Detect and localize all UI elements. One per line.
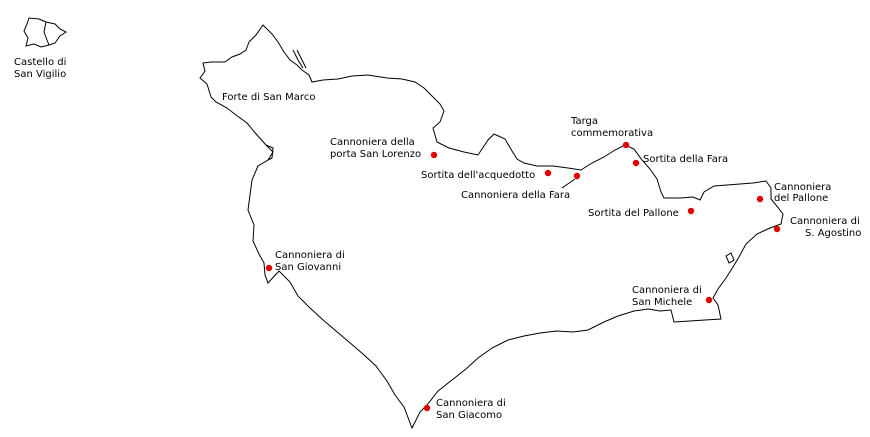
marker-sortita-acquedotto[interactable] xyxy=(544,169,552,177)
label-porta-san-lorenzo-2: porta San Lorenzo xyxy=(330,149,421,160)
label-cannoniera-pallone-1: Cannoniera xyxy=(774,182,831,193)
label-forte-san-marco: Forte di San Marco xyxy=(222,92,315,103)
label-targa-1: Targa xyxy=(570,116,598,127)
marker-cannoniera-giacomo[interactable] xyxy=(423,404,431,412)
label-targa-2: commemorativa xyxy=(571,128,653,139)
label-castello-1: Castello di xyxy=(14,57,66,68)
castello-outline xyxy=(23,17,67,48)
label-sortita-acquedotto: Sortita dell'acquedotto xyxy=(421,170,535,181)
leader-line-cannoniera-fara xyxy=(561,178,576,189)
markers xyxy=(265,141,781,412)
marker-porta-san-lorenzo[interactable] xyxy=(430,151,438,159)
marker-sortita-pallone[interactable] xyxy=(687,207,695,215)
city-wall-outline xyxy=(199,24,784,430)
label-cannoniera-giovanni-2: San Giovanni xyxy=(275,262,341,273)
marker-cannoniera-pallone[interactable] xyxy=(756,195,764,203)
label-castello-2: San Vigilio xyxy=(14,69,66,80)
label-cannoniera-fara: Cannoniera della Fara xyxy=(461,190,570,201)
label-cannoniera-giacomo-1: Cannoniera di xyxy=(436,398,506,409)
labels: Castello di San Vigilio Forte di San Mar… xyxy=(14,57,861,421)
marker-targa-commemorativa[interactable] xyxy=(622,141,630,149)
marker-cannoniera-agostino[interactable] xyxy=(773,225,781,233)
label-sortita-fara: Sortita della Fara xyxy=(643,154,728,165)
label-sortita-pallone: Sortita del Pallone xyxy=(588,208,679,219)
marker-sortita-fara[interactable] xyxy=(632,159,640,167)
label-cannoniera-giacomo-2: San Giacomo xyxy=(436,410,502,421)
label-cannoniera-agostino-1: Cannoniera di xyxy=(790,216,860,227)
label-cannoniera-michele-2: San Michele xyxy=(632,297,692,308)
label-porta-san-lorenzo-1: Cannoniera della xyxy=(330,137,415,148)
label-cannoniera-giovanni-1: Cannoniera di xyxy=(275,250,345,261)
marker-cannoniera-michele[interactable] xyxy=(705,296,713,304)
label-cannoniera-michele-1: Cannoniera di xyxy=(632,285,702,296)
marker-cannoniera-giovanni[interactable] xyxy=(265,264,273,272)
marker-cannoniera-fara[interactable] xyxy=(573,172,581,180)
label-cannoniera-agostino-2: S. Agostino xyxy=(805,228,861,239)
label-cannoniera-pallone-2: del Pallone xyxy=(774,193,828,204)
